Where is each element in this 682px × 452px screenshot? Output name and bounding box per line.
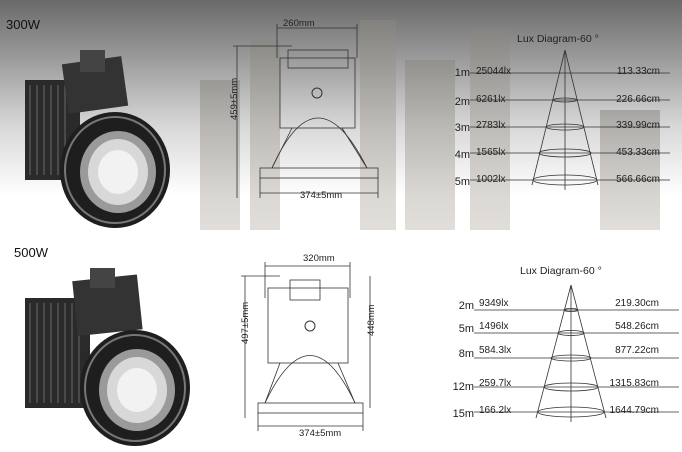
dimension-drawing-500w (241, 262, 371, 431)
dim-bottom-width-500w: 374±5mm (299, 428, 342, 439)
lux-distance: 2m (458, 300, 474, 312)
dimension-drawing-300w (233, 24, 379, 198)
lux-title-300w: Lux Diagram-60 ° (517, 33, 599, 45)
lux-cone-500w (474, 284, 679, 422)
lux-value: 9349lx (479, 298, 509, 309)
lux-diameter: 226.66cm (616, 94, 660, 105)
lux-value: 1002lx (476, 174, 506, 185)
lux-diameter: 566.66cm (616, 174, 660, 185)
lux-value: 6261lx (476, 94, 506, 105)
lux-diameter: 219.30cm (615, 298, 659, 309)
lamp-500w-image (25, 268, 190, 446)
lux-diameter: 1315.83cm (609, 378, 659, 389)
lux-distance: 4m (454, 149, 470, 161)
lux-value: 259.7lx (479, 378, 512, 389)
lux-value: 584.3lx (479, 345, 512, 356)
lux-distance: 12m (452, 381, 474, 393)
lux-value: 1565lx (476, 147, 506, 158)
lux-value: 166.2lx (479, 405, 512, 416)
lux-diameter: 453.33cm (616, 147, 660, 158)
dim-top-width-300w: 260mm (283, 18, 315, 29)
dim-side-height-500w: 448mm (366, 304, 377, 336)
lux-diameter: 1644.79cm (609, 405, 659, 416)
lux-distance: 15m (452, 408, 474, 420)
lux-value: 2783lx (476, 120, 506, 131)
dim-bottom-width-300w: 374±5mm (300, 190, 343, 201)
lux-distance: 2m (454, 96, 470, 108)
lux-distance: 3m (454, 122, 470, 134)
model-label-500w: 500W (14, 245, 48, 260)
dim-top-width-500w: 320mm (303, 253, 335, 264)
lux-distance: 5m (454, 176, 470, 188)
model-label-300w: 300W (6, 17, 40, 32)
dim-height-500w: 497±5mm (240, 301, 251, 344)
lux-cone-300w (470, 49, 670, 190)
lux-distance: 5m (458, 323, 474, 335)
lux-diameter: 113.33cm (616, 66, 660, 77)
dim-height-300w: 459±5mm (229, 77, 240, 120)
lux-distance: 1m (454, 67, 470, 79)
lamp-300w-image (25, 50, 170, 228)
lux-diameter: 877.22cm (615, 345, 659, 356)
lux-diameter: 548.26cm (615, 321, 659, 332)
lux-value: 1496lx (479, 321, 509, 332)
lux-diameter: 339.99cm (616, 120, 660, 131)
lux-distance: 8m (458, 348, 474, 360)
lux-title-500w: Lux Diagram-60 ° (520, 265, 602, 277)
lux-value: 25044lx (476, 66, 512, 77)
